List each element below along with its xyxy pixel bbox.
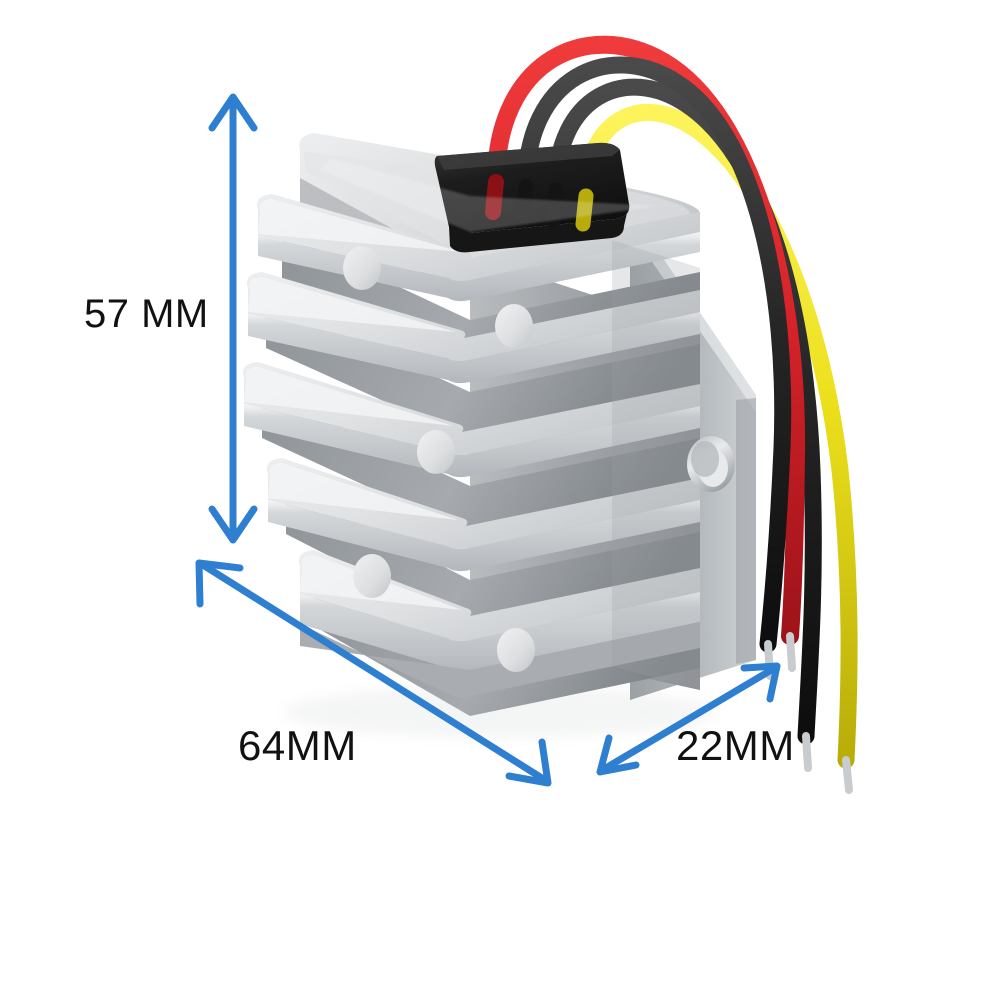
wire-black-1 [517,56,792,653]
fin-channel-3 [262,390,700,534]
heatsink-fin-3 [242,362,701,478]
arrowhead-upleft [195,559,244,608]
wire-red-tip [786,632,796,672]
dimension-line-height [208,93,258,544]
arrowhead-up [208,93,258,132]
dc-dc-converter-module [242,35,858,794]
dimension-label-depth: 22MM [676,722,795,769]
arrowhead-downleft [596,734,640,776]
heatsink-fin-2 [246,272,701,384]
spacer-pin [497,628,535,672]
dimension-line-depth [596,662,781,776]
wire-yellow [577,104,858,769]
dimension-label-height: 57 MM [84,292,209,336]
arrowhead-downright [505,738,552,787]
arrowhead-upright [740,662,781,703]
dimension-line-width [195,559,552,787]
contact-shadow [285,686,715,738]
fin-channel-2 [266,300,700,440]
wire-yellow-tip [842,756,853,794]
wire-harness [434,35,858,794]
fin-channel-5 [314,578,700,716]
spacer-pin [417,430,455,474]
wire-black-2-tip [802,732,812,772]
heatsink-spacer-pins [343,246,535,672]
body-right-face [612,240,735,690]
heatsink-fin-4 [266,458,700,572]
mounting-hole-shadow [691,441,719,477]
dimension-label-width: 64MM [238,722,357,769]
spacer-pin [343,246,381,290]
spacer-pin [495,304,533,348]
dimension-annotations [195,93,781,787]
wires [487,35,858,794]
arrowhead-down [208,505,258,544]
spacer-pin [353,554,391,598]
top-plate-highlight [320,158,660,232]
